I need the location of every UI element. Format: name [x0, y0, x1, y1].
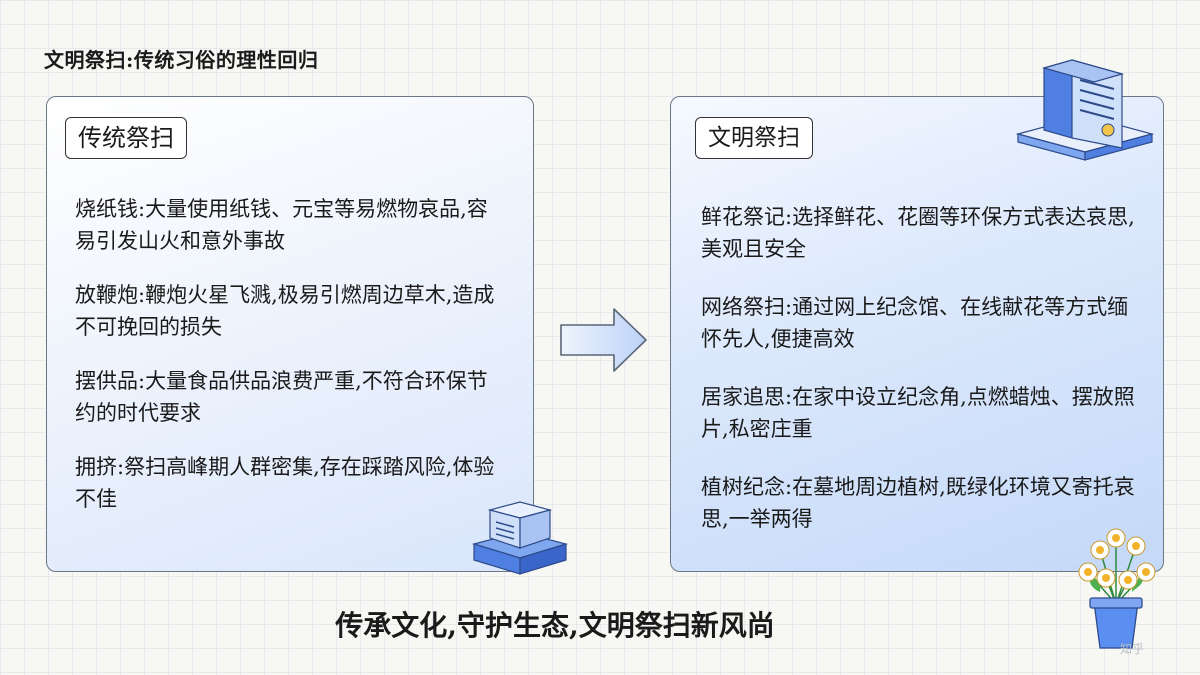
traditional-panel: 传统祭扫 烧纸钱:大量使用纸钱、元宝等易燃物哀品,容易引发山火和意外事故 放鞭炮… [46, 96, 534, 572]
civilized-tag: 文明祭扫 [695, 117, 813, 159]
list-item: 植树纪念:在墓地周边植树,既绿化环境又寄托哀思,一举两得 [701, 475, 1135, 531]
list-item: 摆供品:大量食品供品浪费严重,不符合环保节约的时代要求 [75, 369, 488, 425]
traditional-list: 烧纸钱:大量使用纸钱、元宝等易燃物哀品,容易引发山火和意外事故 放鞭炮:鞭炮火星… [75, 193, 495, 537]
document-box-icon [471, 501, 569, 575]
flower-pot-icon [1078, 528, 1156, 649]
list-item: 烧纸钱:大量使用纸钱、元宝等易燃物哀品,容易引发山火和意外事故 [75, 197, 488, 253]
traditional-tag: 传统祭扫 [65, 117, 187, 159]
building-icon [1015, 59, 1155, 161]
list-item: 网络祭扫:通过网上纪念馆、在线献花等方式缅怀先人,便捷高效 [701, 295, 1129, 351]
list-item: 拥挤:祭扫高峰期人群密集,存在踩踏风险,体验不佳 [75, 455, 495, 511]
list-item: 居家追思:在家中设立纪念角,点燃蜡烛、摆放照片,私密庄重 [701, 385, 1135, 441]
list-item: 放鞭炮:鞭炮火星飞溅,极易引燃周边草木,造成不可挽回的损失 [75, 283, 495, 339]
list-item: 鲜花祭记:选择鲜花、花圈等环保方式表达哀思,美观且安全 [701, 205, 1135, 261]
civilized-list: 鲜花祭记:选择鲜花、花圈等环保方式表达哀思,美观且安全 网络祭扫:通过网上纪念馆… [701, 201, 1141, 561]
civilized-panel: 文明祭扫 鲜花祭记:选择鲜花、花圈等环保方式表达哀思,美观且安全 网络祭扫:通过… [670, 96, 1164, 572]
page-title: 文明祭扫:传统习俗的理性回归 [44, 48, 319, 72]
footer-slogan: 传承文化,守护生态,文明祭扫新风尚 [335, 609, 775, 642]
watermark: 知乎 [1120, 642, 1145, 656]
right-arrow-icon [560, 308, 647, 372]
